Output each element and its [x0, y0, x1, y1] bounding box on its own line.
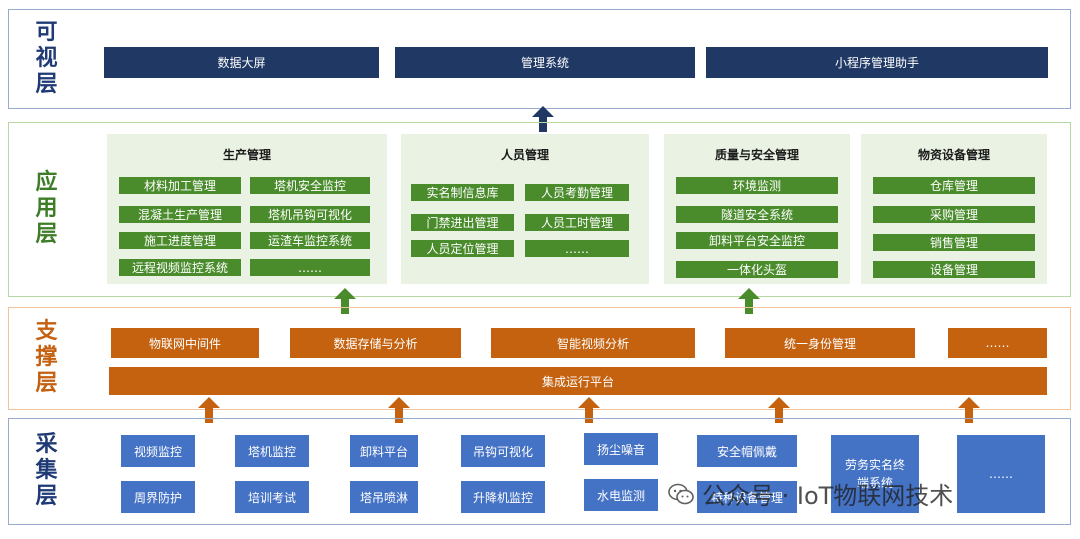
labor-realname-terminal-box: 劳务实名终端系统 — [831, 435, 919, 513]
module-box: 门禁进出管理 — [411, 214, 514, 231]
quality-safety-management-panel: 质量与安全管理 环境监测 隧道安全系统 卸料平台安全监控 一体化头盔 — [664, 134, 850, 284]
sensor-box: 培训考试 — [235, 481, 309, 513]
sensor-box: 周界防护 — [121, 481, 195, 513]
module-box: 塔机吊钩可视化 — [250, 206, 370, 223]
title-char: 层 — [35, 371, 58, 396]
sensor-box: 水电监测 — [584, 479, 658, 511]
arrow-up-icon — [768, 397, 790, 423]
sensor-box: 扬尘噪音 — [584, 433, 658, 465]
more-collection-box: …… — [957, 435, 1045, 513]
collection-layer: 采 集 层 视频监控 塔机监控 卸料平台 吊钩可视化 扬尘噪音 安全帽佩戴 周界… — [8, 418, 1071, 525]
integrated-operation-platform-bar: 集成运行平台 — [109, 367, 1047, 395]
more-support-box: …… — [948, 328, 1047, 358]
visualization-layer-title: 可 视 层 — [9, 10, 84, 107]
title-char: 层 — [35, 222, 58, 247]
visualization-layer: 可 视 层 数据大屏 管理系统 小程序管理助手 — [8, 9, 1071, 109]
intelligent-video-analysis-box: 智能视频分析 — [491, 328, 695, 358]
production-management-panel: 生产管理 材料加工管理 塔机安全监控 混凝土生产管理 塔机吊钩可视化 施工进度管… — [107, 134, 387, 284]
sensor-box: 视频监控 — [121, 435, 195, 467]
panel-title: 生产管理 — [222, 148, 271, 162]
module-box: 实名制信息库 — [411, 184, 514, 201]
title-char: 用 — [35, 196, 58, 221]
materials-equipment-management-panel: 物资设备管理 仓库管理 采购管理 销售管理 设备管理 — [861, 134, 1047, 284]
module-box: 运渣车监控系统 — [250, 232, 370, 249]
module-box: 施工进度管理 — [119, 232, 241, 249]
unified-identity-management-box: 统一身份管理 — [725, 328, 915, 358]
panel-title: 人员管理 — [500, 148, 549, 162]
sensor-box: 吊钩可视化 — [461, 435, 545, 467]
module-box: 远程视频监控系统 — [119, 259, 241, 276]
panel-title: 质量与安全管理 — [714, 148, 799, 162]
arrow-up-icon — [198, 397, 220, 423]
title-char: 采 — [35, 432, 58, 457]
module-box: 卸料平台安全监控 — [676, 232, 838, 249]
watermark-text: 公众号 · IoT物联网技术 — [702, 482, 954, 510]
watermark: 公众号 · IoT物联网技术 — [668, 476, 953, 511]
arrow-up-icon — [532, 106, 554, 132]
arrow-up-icon — [958, 397, 980, 423]
arrow-up-icon — [578, 397, 600, 423]
module-box: 塔机安全监控 — [250, 177, 370, 194]
sensor-box: 塔吊喷淋 — [350, 481, 418, 513]
module-box: 销售管理 — [873, 234, 1035, 251]
module-box: 仓库管理 — [873, 177, 1035, 194]
title-char: 层 — [35, 71, 58, 97]
module-box: 环境监测 — [676, 177, 838, 194]
module-box: 材料加工管理 — [119, 177, 241, 194]
application-layer-title: 应 用 层 — [9, 123, 84, 295]
sensor-box: 塔机监控 — [235, 435, 309, 467]
module-box: 人员工时管理 — [525, 214, 629, 231]
management-system-box: 管理系统 — [395, 47, 695, 78]
panel-title: 物资设备管理 — [917, 148, 990, 162]
iot-middleware-box: 物联网中间件 — [111, 328, 259, 358]
data-screen-box: 数据大屏 — [104, 47, 379, 78]
arrow-up-icon — [334, 288, 356, 314]
arrow-up-icon — [388, 397, 410, 423]
personnel-management-panel: 人员管理 实名制信息库 人员考勤管理 门禁进出管理 人员工时管理 人员定位管理 … — [401, 134, 649, 284]
title-char: 应 — [35, 170, 58, 195]
wechat-icon — [668, 483, 694, 504]
module-box: 人员定位管理 — [411, 240, 514, 257]
title-char: 集 — [35, 458, 58, 483]
application-layer: 应 用 层 生产管理 材料加工管理 塔机安全监控 混凝土生产管理 塔机吊钩可视化… — [8, 122, 1071, 297]
sensor-box: 卸料平台 — [350, 435, 418, 467]
module-box: …… — [250, 259, 370, 276]
sensor-box: 升降机监控 — [461, 481, 545, 513]
support-layer-title: 支 撑 层 — [9, 308, 84, 408]
sensor-box: 安全帽佩戴 — [697, 435, 797, 467]
module-box: 隧道安全系统 — [676, 206, 838, 223]
mini-program-assistant-box: 小程序管理助手 — [706, 47, 1048, 78]
title-char: 撑 — [35, 345, 58, 370]
title-char: 可 — [35, 19, 58, 45]
collection-layer-title: 采 集 层 — [9, 419, 84, 523]
title-char: 视 — [35, 45, 58, 71]
module-box: 混凝土生产管理 — [119, 206, 241, 223]
arrow-up-icon — [738, 288, 760, 314]
title-char: 支 — [35, 319, 58, 344]
module-box: 设备管理 — [873, 261, 1035, 278]
data-storage-analysis-box: 数据存储与分析 — [290, 328, 461, 358]
title-char: 层 — [35, 484, 58, 509]
module-box: 一体化头盔 — [676, 261, 838, 278]
support-layer: 支 撑 层 物联网中间件 数据存储与分析 智能视频分析 统一身份管理 …… 集成… — [8, 307, 1071, 410]
module-box: 采购管理 — [873, 206, 1035, 223]
sensor-box: 特种设备管理 — [697, 481, 797, 513]
module-box: 人员考勤管理 — [525, 184, 629, 201]
module-box: …… — [525, 240, 629, 257]
